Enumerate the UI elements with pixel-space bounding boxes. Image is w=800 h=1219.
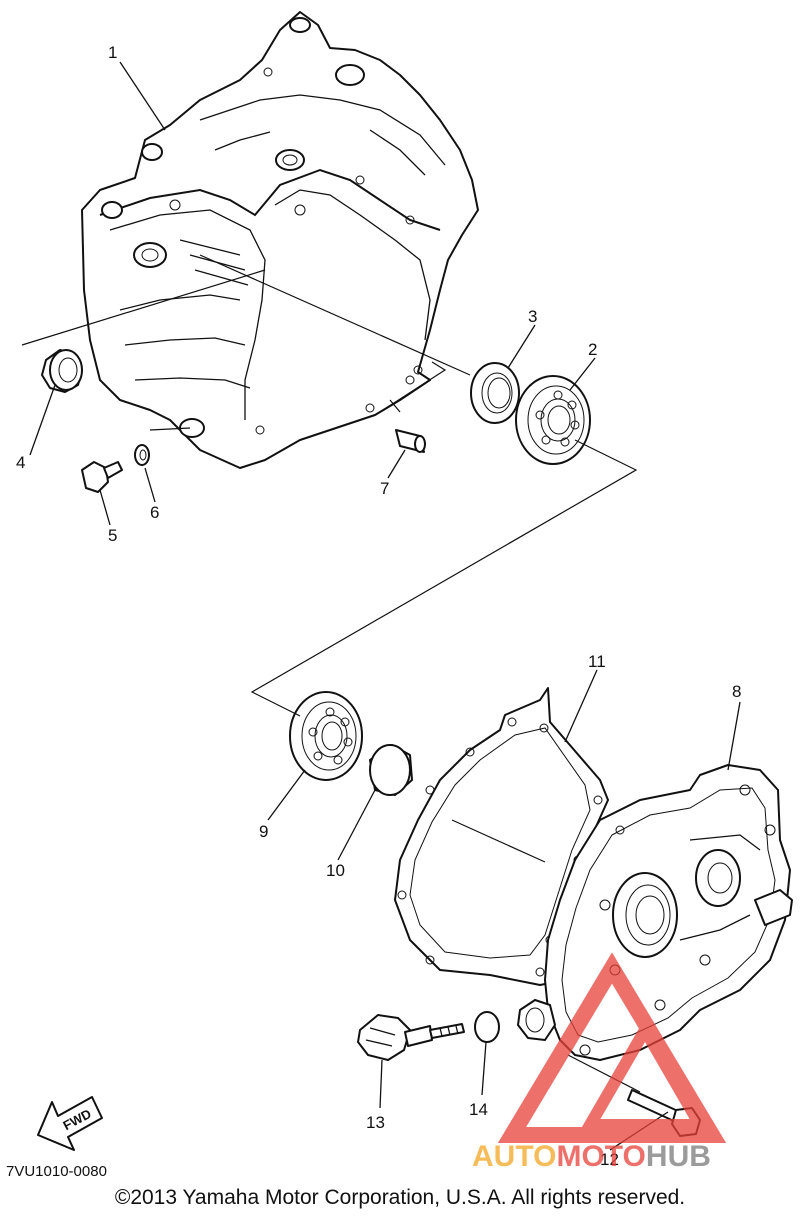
part-number-2: 2 [588,340,597,359]
part-number-8: 8 [732,682,741,701]
dowel-pin [395,429,426,453]
part-number-4: 4 [16,453,25,472]
part-number-11: 11 [588,652,606,671]
drain-bolt [81,461,123,493]
part-number-10: 10 [326,861,345,880]
part-number-13: 13 [366,1113,385,1132]
ball-bearing-lower [289,691,363,781]
watermark-triangle-inner [579,1018,711,1131]
alignment-lines [21,254,641,1093]
catalog-code: 7VU1010-0080 [6,1163,107,1180]
watermark-logo: AUTOMOTOHUB [472,952,727,1173]
part-number-6: 6 [150,503,159,522]
part-number-3: 3 [528,307,537,326]
plug-cap [369,744,413,796]
cover-gasket [394,687,609,986]
part-number-12: 12 [600,1150,619,1169]
oil-seal-large [470,362,520,424]
watermark-brand-hub: HUB [646,1140,711,1173]
o-ring [474,1011,500,1043]
part-number-5: 5 [108,526,117,545]
part-number-1: 1 [108,43,117,62]
watermark-brand-auto: AUTO [472,1140,556,1173]
crankcase-illustration [81,11,479,469]
washer [134,444,150,466]
oil-seal-small [41,349,83,393]
part-number-14: 14 [469,1100,488,1119]
part-number-9: 9 [259,822,268,841]
watermark-brand-moto: MOTO [556,1140,645,1173]
watermark-brand: AUTOMOTOHUB [472,1140,711,1173]
oil-dipstick [357,1014,465,1061]
part-number-7: 7 [380,479,389,498]
copyright-notice: ©2013 Yamaha Motor Corporation, U.S.A. A… [114,1186,686,1209]
ball-bearing-upper [515,375,591,465]
fwd-arrow-icon: FWD [37,1096,103,1151]
